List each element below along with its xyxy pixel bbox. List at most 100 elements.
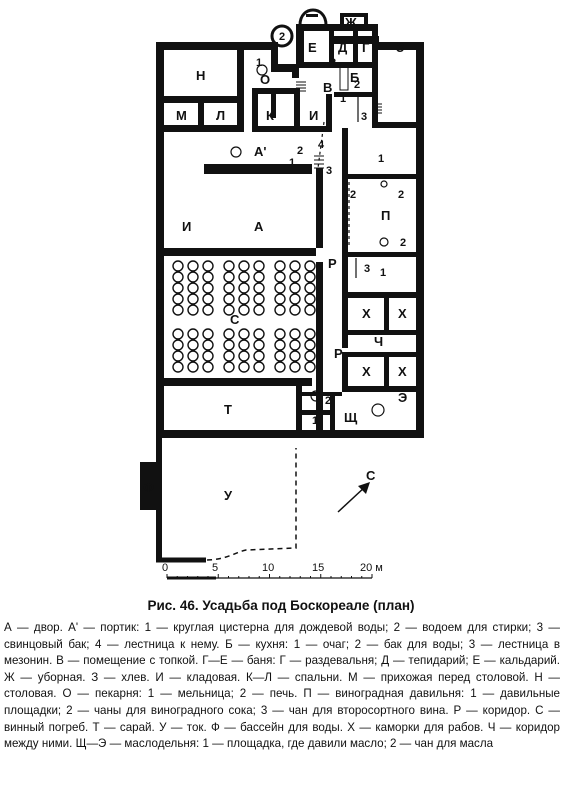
wine-jar <box>187 350 199 362</box>
wine-jar <box>202 282 214 294</box>
room-label-M: М <box>176 108 187 123</box>
wine-jar <box>253 304 265 316</box>
wine-jar <box>304 271 316 283</box>
estate-plan: Н М Л К И О Е Д Г Ж З Б В А' И А П Р Р С… <box>140 8 424 580</box>
room-label-P: П <box>381 208 390 223</box>
room-label-Kh3: Х <box>362 364 371 379</box>
wine-jar <box>274 293 286 305</box>
number-b3: 3 <box>361 111 367 123</box>
wine-jar <box>238 350 250 362</box>
room-label-U: У <box>224 488 233 503</box>
room-label-Kh4: Х <box>398 364 407 379</box>
wine-jar <box>274 260 286 272</box>
wine-jar <box>289 282 301 294</box>
wine-jar <box>223 350 235 362</box>
wine-jar <box>202 350 214 362</box>
wine-jar <box>187 361 199 373</box>
room-label-E2: Э <box>398 390 407 405</box>
number-o1: 1 <box>256 57 262 69</box>
wine-jar <box>202 361 214 373</box>
wall-jar-row <box>157 289 163 309</box>
wine-jar <box>187 282 199 294</box>
wine-jar <box>202 328 214 340</box>
room-label-I2: И <box>182 219 191 234</box>
details <box>156 8 410 563</box>
wine-jar <box>172 361 184 373</box>
figure-caption: Рис. 46. Усадьба под Боскореале (план) <box>147 598 415 613</box>
number-a4: 4 <box>318 139 325 151</box>
wine-jar <box>304 304 316 316</box>
number-sh2: 2 <box>325 395 331 407</box>
wine-jar <box>304 339 316 351</box>
scale-tick-5: 5 <box>212 562 218 574</box>
room-label-D: Д <box>338 40 348 55</box>
wine-jar <box>187 260 199 272</box>
wine-jar <box>223 293 235 305</box>
wine-jar <box>304 328 316 340</box>
room-label-V: В <box>323 80 332 95</box>
wine-jar <box>289 260 301 272</box>
wine-jar <box>253 328 265 340</box>
room-label-S: С <box>230 312 240 327</box>
room-label-L: Л <box>216 108 225 123</box>
wine-jar <box>172 282 184 294</box>
room-label-B: Б <box>350 70 359 85</box>
wine-jar <box>274 339 286 351</box>
wine-jar <box>253 293 265 305</box>
wine-jar <box>172 328 184 340</box>
wall-jar-row <box>157 341 163 361</box>
wine-jar <box>289 293 301 305</box>
wine-jar <box>202 339 214 351</box>
room-labels: Н М Л К И О Е Д Г Ж З Б В А' И А П Р Р С… <box>143 15 407 503</box>
number-ba2: 2 <box>330 57 336 69</box>
north-label: С <box>366 468 376 483</box>
wine-jar <box>202 260 214 272</box>
wine-jar <box>172 260 184 272</box>
number-a3: 3 <box>326 165 332 177</box>
wine-jar <box>238 328 250 340</box>
wine-jar <box>238 361 250 373</box>
wine-jar <box>238 260 250 272</box>
wine-jar <box>238 339 250 351</box>
number-p2c: 2 <box>400 237 406 249</box>
number-a2: 2 <box>297 145 303 157</box>
wine-jar <box>223 282 235 294</box>
wine-jar <box>274 282 286 294</box>
number-p2a: 2 <box>350 189 356 201</box>
figure-legend: А — двор. А' — портик: 1 — круглая цисте… <box>4 621 560 751</box>
number-sh1: 1 <box>312 415 318 427</box>
room-label-T: Т <box>224 402 232 417</box>
north-arrow: С <box>337 468 376 513</box>
room-label-A-prime: А' <box>254 144 266 159</box>
room-label-E: Е <box>308 40 317 55</box>
wine-jar <box>304 260 316 272</box>
wine-jar <box>289 328 301 340</box>
wine-jar <box>202 293 214 305</box>
number-o2: 2 <box>279 31 285 43</box>
wine-jar <box>238 282 250 294</box>
wine-jar <box>187 293 199 305</box>
wine-jar <box>172 304 184 316</box>
number-a1: 1 <box>289 157 295 169</box>
wine-jar <box>304 350 316 362</box>
wine-jar <box>274 271 286 283</box>
wine-jars <box>157 260 316 373</box>
room-label-Ch: Ч <box>374 334 383 349</box>
wine-jar <box>289 350 301 362</box>
wine-jar <box>274 304 286 316</box>
scale-bar: 0 5 10 15 20 м <box>162 562 383 580</box>
room-label-F: Ф <box>143 480 154 495</box>
wine-jar <box>172 339 184 351</box>
wine-jar <box>253 350 265 362</box>
wine-jar <box>187 339 199 351</box>
number-labels: 1 2 1 2 3 1 2 3 4 1 2 2 2 3 1 1 2 2 <box>256 31 406 427</box>
scale-tick-20: 20 м <box>360 562 383 574</box>
number-b2: 2 <box>354 79 360 91</box>
wine-jar <box>253 271 265 283</box>
room-label-N: Н <box>196 68 205 83</box>
walls <box>140 13 424 560</box>
room-label-Zh: Ж <box>344 15 357 30</box>
wine-jar <box>253 339 265 351</box>
number-p2b: 2 <box>398 189 404 201</box>
wine-jar <box>238 271 250 283</box>
